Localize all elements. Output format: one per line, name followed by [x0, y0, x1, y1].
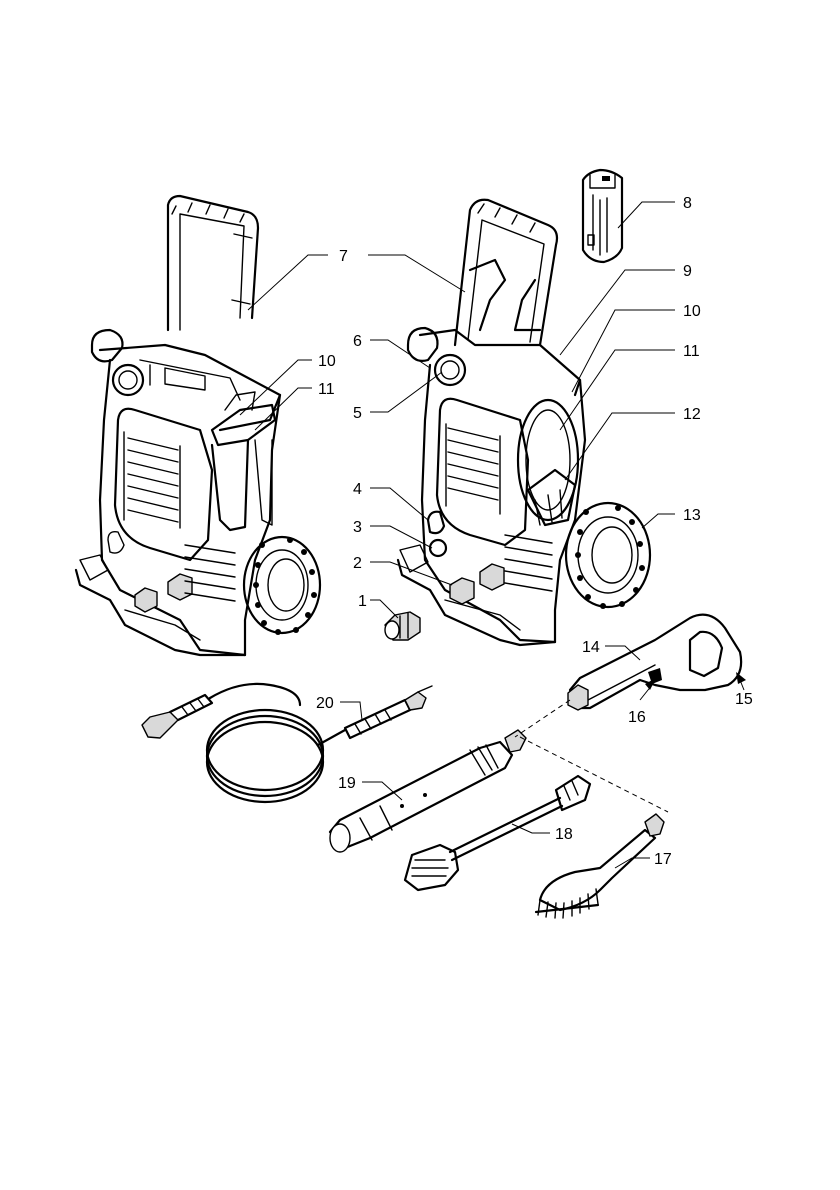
connection-guide	[515, 700, 570, 737]
callout-11-right: 11	[683, 343, 700, 360]
callout-10-right: 10	[683, 303, 701, 320]
callout-15: 15	[735, 691, 753, 708]
callout-5: 5	[353, 405, 362, 422]
callout-18: 18	[555, 826, 573, 843]
trigger-gun	[568, 615, 741, 710]
callout-1: 1	[358, 593, 367, 610]
washer-rear-view	[76, 196, 320, 655]
callout-11-left: 11	[318, 381, 335, 398]
callout-8: 8	[683, 195, 692, 212]
callout-labels: 7 10 11 6 5 4 3 2 1 8 9 10 11 12 13 14 1…	[316, 195, 753, 868]
connection-guide	[520, 737, 668, 812]
callout-19: 19	[338, 775, 356, 792]
callout-13: 13	[683, 507, 701, 524]
callout-2: 2	[353, 555, 362, 572]
callout-12: 12	[683, 406, 701, 423]
washer-front-view	[398, 200, 650, 645]
callout-20: 20	[316, 695, 334, 712]
callout-16: 16	[628, 709, 646, 726]
callout-3: 3	[353, 519, 362, 536]
callout-17: 17	[654, 851, 672, 868]
callout-14: 14	[582, 639, 600, 656]
callout-9: 9	[683, 263, 692, 280]
callout-4: 4	[353, 481, 362, 498]
detergent-bottle	[583, 170, 622, 262]
spray-lance	[330, 730, 526, 852]
callout-10-left: 10	[318, 353, 336, 370]
high-pressure-hose	[142, 684, 432, 802]
garden-hose-coupling	[385, 612, 420, 640]
callout-7: 7	[339, 248, 348, 265]
callout-6: 6	[353, 333, 362, 350]
